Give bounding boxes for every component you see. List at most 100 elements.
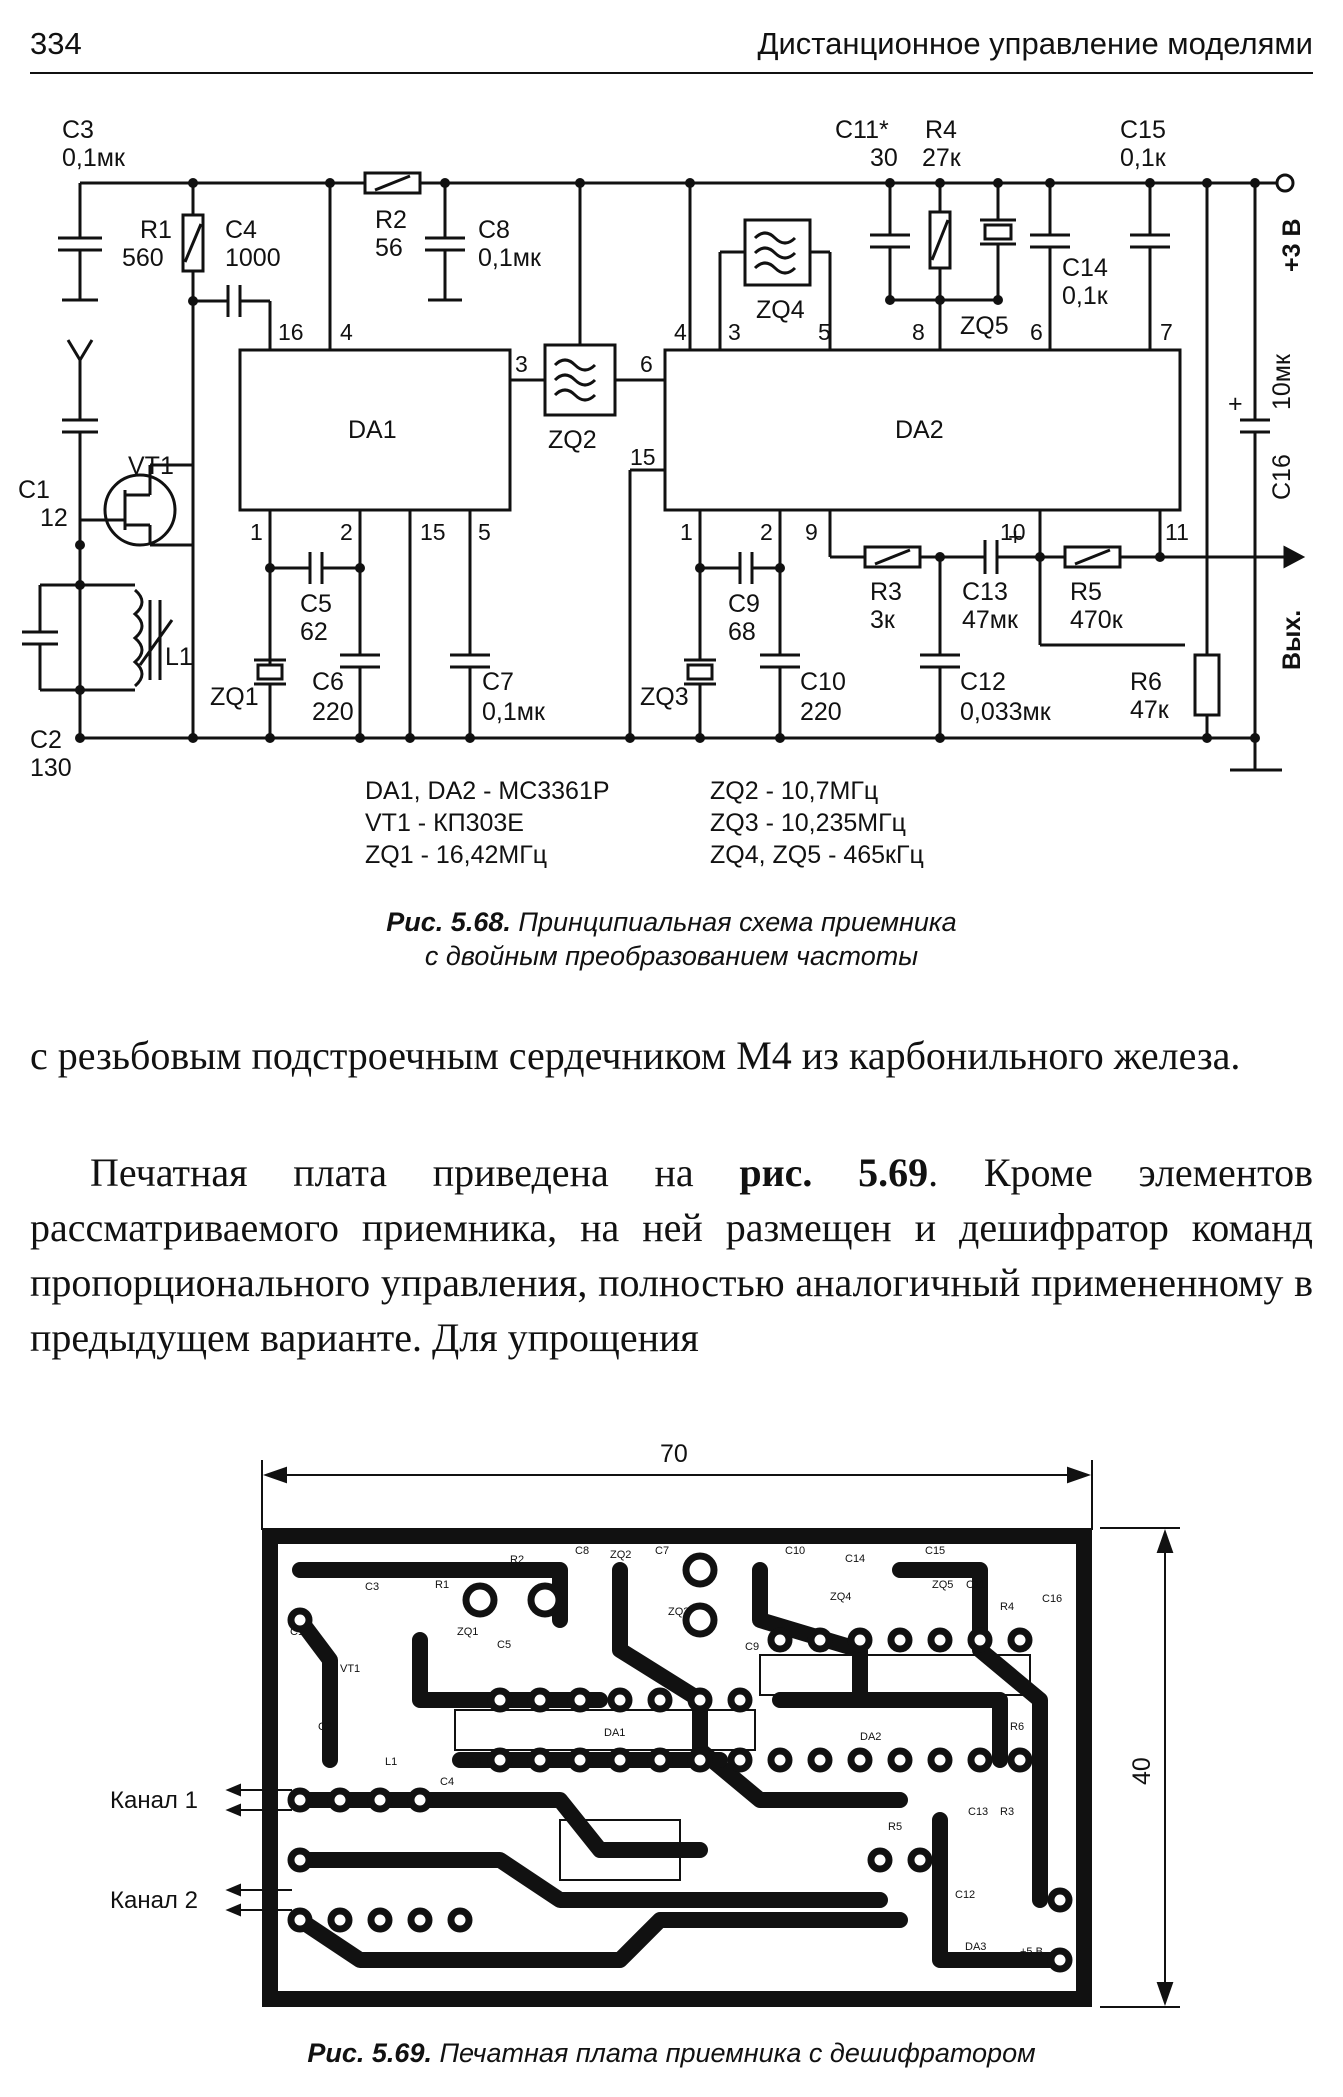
c2-label: C2: [30, 726, 62, 754]
height-dimension: 40: [1128, 1757, 1156, 1785]
c12-value: 0,033мк: [960, 698, 1052, 726]
pcb-label: C11: [966, 1579, 985, 1591]
pcb-label: C13: [968, 1806, 988, 1818]
pcb-label: ZQ3: [668, 1606, 689, 1618]
zq5-label: ZQ5: [960, 312, 1009, 340]
pin-label: 5: [478, 519, 491, 545]
pcb-label: R4: [1000, 1601, 1014, 1613]
caption-text: с двойным преобразованием частоты: [424, 941, 919, 971]
pcb-label: ZQ4: [830, 1591, 851, 1603]
schematic-figure: [22, 171, 1306, 772]
c10-label: C10: [800, 668, 846, 696]
parts-list-item: ZQ2 - 10,7МГц: [710, 777, 879, 805]
caption-label: Рис. 5.69.: [307, 2038, 432, 2068]
pin-label: 5: [818, 319, 831, 345]
zq2-label: ZQ2: [548, 426, 597, 454]
r1-value: 560: [122, 244, 164, 272]
running-head: 334 Дистанционное управление моделями: [30, 26, 1313, 74]
c1-label: C1: [18, 476, 50, 504]
c9-label: C9: [728, 590, 760, 618]
pcb-pads: [287, 1552, 1073, 1973]
dimension-lines: [261, 1460, 1180, 2008]
pcb-label: ZQ2: [610, 1549, 631, 1561]
pcb-label: C1: [290, 1626, 304, 1638]
c11-value: 30: [870, 144, 898, 172]
da2-label: DA2: [895, 416, 944, 444]
l1-label: L1: [165, 643, 193, 671]
c11-label: C11*: [835, 116, 889, 144]
paragraph-text: Печатная плата приведена на: [90, 1150, 740, 1195]
c7-label: C7: [482, 668, 514, 696]
pcb-label: C7: [655, 1545, 669, 1557]
c15-value: 0,1к: [1120, 144, 1167, 172]
pcb-label: R2: [510, 1554, 524, 1566]
pcb-label: R3: [1000, 1806, 1014, 1818]
c14-value: 0,1к: [1062, 282, 1109, 310]
pin-label: 15: [420, 519, 446, 545]
c13-plus: +: [1008, 523, 1023, 551]
zq4-label: ZQ4: [756, 296, 805, 324]
pcb-label: C2: [318, 1721, 332, 1733]
pcb-label: C14: [845, 1553, 865, 1565]
parts-list-left: DA1, DA2 - MC3361P VT1 - КП303Е ZQ1 - 16…: [365, 775, 610, 871]
r1-label: R1: [140, 216, 172, 244]
pin-label: 3: [728, 319, 741, 345]
c3-value: 0,1мк: [62, 144, 126, 172]
pcb-label: C5: [497, 1639, 511, 1651]
pin-label: 9: [805, 519, 818, 545]
pcb-label: C6: [467, 1756, 481, 1768]
pcb-label: C10: [785, 1545, 805, 1557]
pin-label: 7: [1160, 319, 1173, 345]
c4-label: C4: [225, 216, 257, 244]
paragraph: с резьбовым подстроечным сердечником М4 …: [30, 1033, 1241, 1078]
output-label: Вых.: [1278, 610, 1306, 670]
pcb-label: C12: [955, 1889, 975, 1901]
r4-value: 27к: [922, 144, 962, 172]
pcb-figure: 70 40: [110, 1440, 1180, 2008]
pcb-label: C16: [1042, 1593, 1062, 1605]
pcb-label: R6: [1010, 1721, 1024, 1733]
parts-list-item: DA1, DA2 - MC3361P: [365, 777, 610, 805]
pin-label: 2: [760, 519, 773, 545]
r3-value: 3к: [870, 606, 896, 634]
parts-list-item: ZQ1 - 16,42МГц: [365, 841, 548, 869]
c5-value: 62: [300, 618, 328, 646]
r5-label: R5: [1070, 578, 1102, 606]
r6-label: R6: [1130, 668, 1162, 696]
supply-label: +3 В: [1278, 218, 1306, 272]
c15-label: C15: [1120, 116, 1166, 144]
pin-label: 3: [515, 351, 528, 377]
figure-caption-568: Рис. 5.68. Принципиальная схема приемник…: [0, 905, 1343, 973]
pin-label: 10: [1000, 519, 1026, 545]
pcb-label: ZQ1: [457, 1626, 478, 1638]
channel-1-label: Канал 1: [110, 1787, 198, 1814]
pin-label: 4: [674, 319, 687, 345]
figure-caption-569: Рис. 5.69. Печатная плата приемника с де…: [0, 2036, 1343, 2070]
running-title: Дистанционное управление моделями: [757, 26, 1314, 61]
pin-label: 1: [680, 519, 693, 545]
pcb-label: L1: [385, 1756, 397, 1768]
pcb-label: DA2: [860, 1731, 881, 1743]
pin-label: 11: [1165, 519, 1189, 545]
pin-label: 2: [340, 519, 353, 545]
pcb-label: R5: [888, 1821, 902, 1833]
c13-label: C13: [962, 578, 1008, 606]
c6-label: C6: [312, 668, 344, 696]
c16-label: C16: [1268, 454, 1296, 500]
c1-value: 12: [40, 504, 68, 532]
parts-list-item: VT1 - КП303Е: [365, 809, 524, 837]
zq3-label: ZQ3: [640, 683, 689, 711]
pcb-label: C4: [440, 1776, 454, 1788]
c8-value: 0,1мк: [478, 244, 542, 272]
c10-value: 220: [800, 698, 842, 726]
figure-reference: рис. 5.69: [739, 1150, 929, 1195]
pcb-label: C3: [365, 1581, 379, 1593]
vt1-label: VT1: [128, 452, 174, 480]
paragraph: Печатная плата приведена на рис. 5.69. К…: [30, 1145, 1313, 1365]
pcb-label: +5 В: [1020, 1946, 1043, 1958]
c7-value: 0,1мк: [482, 698, 546, 726]
c16-plus: +: [1228, 390, 1243, 418]
caption-label: Рис. 5.68.: [386, 907, 511, 937]
r2-value: 56: [375, 234, 403, 262]
